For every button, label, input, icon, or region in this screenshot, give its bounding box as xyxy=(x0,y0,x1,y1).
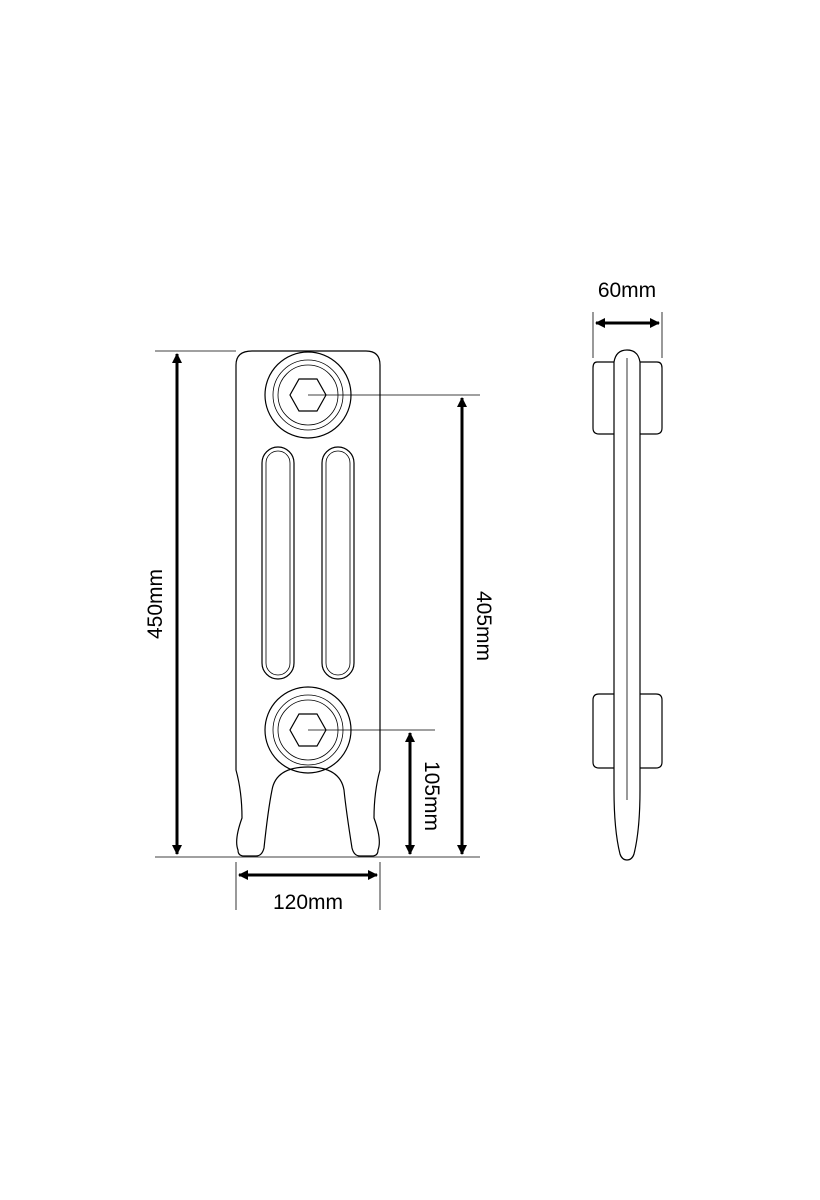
height-label: 450mm xyxy=(144,569,167,639)
hex-plug-icon xyxy=(289,713,327,747)
hex-plug-icon xyxy=(289,378,327,412)
dimension-60: 60mm xyxy=(595,279,660,328)
dimension-405: 405mm xyxy=(457,397,495,855)
bottom-to-centre-label: 105mm xyxy=(420,761,443,831)
front-view xyxy=(235,350,381,857)
slot-inner-left xyxy=(265,450,291,676)
side-top-boss-left xyxy=(592,361,614,435)
radiator-section-outline xyxy=(235,350,381,857)
dimension-105: 105mm xyxy=(405,732,443,855)
dimension-120: 120mm xyxy=(238,870,378,914)
pipe-centres-label: 405mm xyxy=(472,591,495,661)
width-label: 120mm xyxy=(273,891,343,914)
slot-inner-right xyxy=(325,450,351,676)
convection-slot-left xyxy=(261,446,295,680)
side-bottom-boss-right xyxy=(640,693,663,769)
side-bottom-boss-left xyxy=(592,693,614,769)
side-column-outline xyxy=(613,349,641,861)
extension-lines xyxy=(155,350,480,910)
dimension-450: 450mm xyxy=(144,353,182,855)
side-top-boss-right xyxy=(640,361,663,435)
convection-slot-right xyxy=(321,446,355,680)
side-extension-lines xyxy=(592,312,663,358)
side-view xyxy=(592,349,663,861)
depth-label: 60mm xyxy=(598,279,656,302)
